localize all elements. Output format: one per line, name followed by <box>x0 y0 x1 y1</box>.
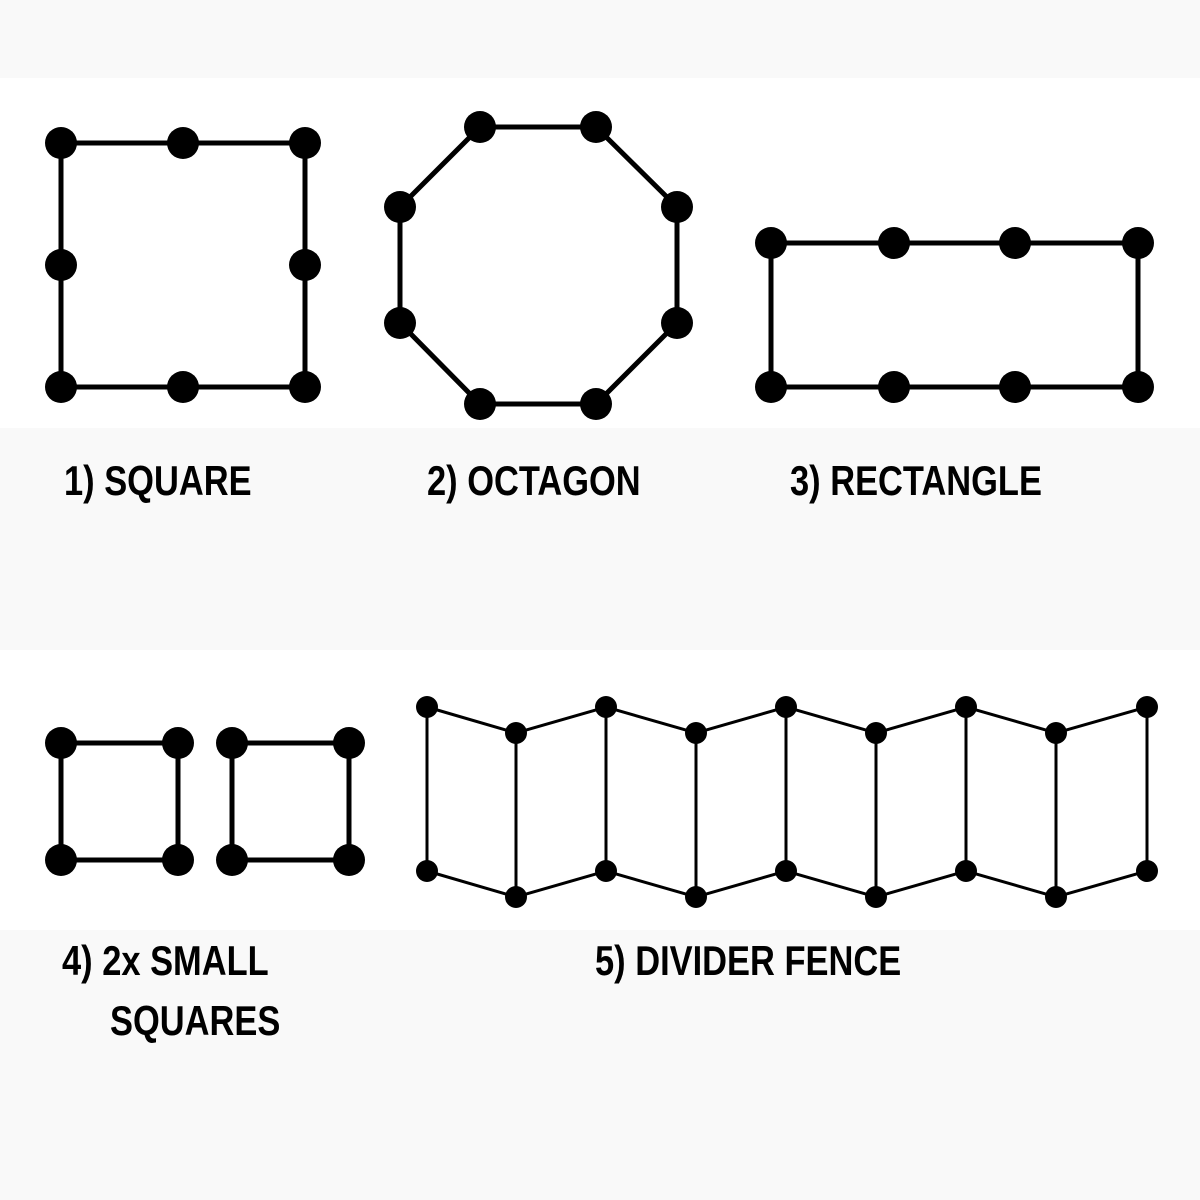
bottom-panel <box>0 650 1200 930</box>
label-square: 1) SQUARE <box>64 457 252 504</box>
square-shape <box>58 140 308 390</box>
label-small-squares-line2: SQUARES <box>110 997 281 1044</box>
octagon-shape <box>397 124 680 407</box>
label-rectangle: 3) RECTANGLE <box>790 457 1042 504</box>
small-squares-shape <box>58 740 352 863</box>
label-octagon: 2) OCTAGON <box>427 457 641 504</box>
label-small-squares-line1: 4) 2x SMALL <box>62 937 269 984</box>
rectangle-shape <box>768 240 1141 390</box>
label-divider-fence: 5) DIVIDER FENCE <box>595 937 902 984</box>
